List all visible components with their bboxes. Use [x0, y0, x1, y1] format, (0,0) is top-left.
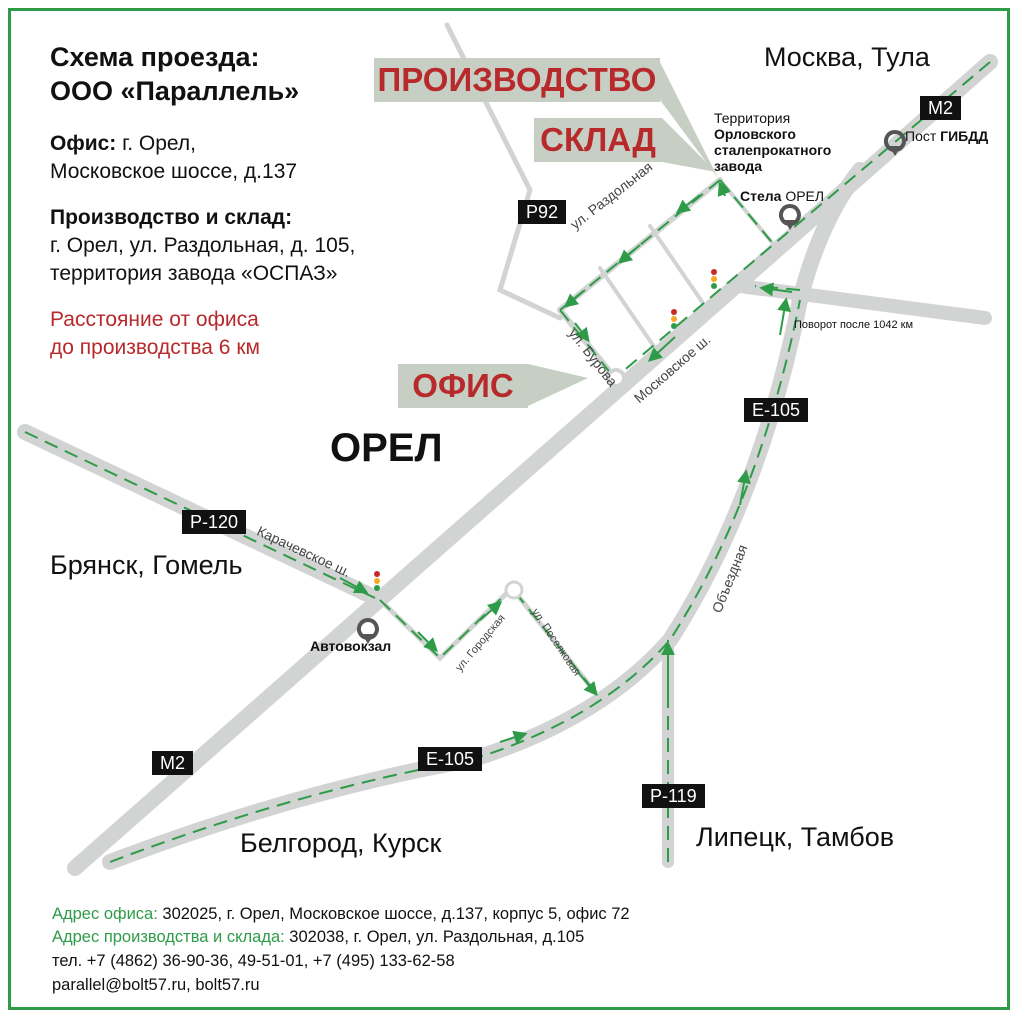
office-address-block: Офис: г. Орел, Московское шоссе, д.137	[50, 132, 298, 183]
office-marker	[606, 368, 626, 388]
production-address-block: Производство и склад: г. Орел, ул. Раздо…	[50, 206, 356, 285]
road-tag-e105-bottom: Е-105	[418, 747, 483, 771]
traffic-light-icon	[711, 269, 717, 289]
footer-office-address: Адрес офиса: 302025, г. Орел, Московское…	[52, 905, 630, 923]
bus-station-label: Автовокзал	[310, 638, 392, 654]
warehouse-callout: СКЛАД	[534, 118, 662, 162]
office-callout: ОФИС	[398, 364, 528, 408]
page-title: Схема проезда: ООО «Параллель»	[50, 42, 300, 106]
road-tag-p119: Р-119	[642, 784, 705, 808]
turn-note: Поворот после 1042 км	[794, 319, 914, 331]
road-tag-p92: Р92	[518, 200, 567, 224]
stela-pin-icon	[778, 204, 801, 230]
road-tag-e105-right: Е-105	[744, 398, 809, 422]
road-side-2	[648, 224, 707, 308]
city-bryansk: Брянск, Гомель	[50, 550, 243, 580]
traffic-light-icon	[374, 571, 380, 591]
road-side-1	[598, 266, 657, 350]
footer-production-address: Адрес производства и склада: 302038, г. …	[52, 928, 585, 946]
stela-label: Стела ОРЕЛ	[740, 188, 825, 204]
road-tag-p120: Р-120	[182, 510, 247, 534]
territory-label: Территория Орловского сталепрокатного за…	[714, 110, 832, 174]
road-tag-m2-bottom: М2	[152, 751, 194, 775]
production-callout: ПРОИЗВОДСТВО	[374, 58, 660, 102]
map-frame	[8, 8, 1010, 1010]
city-lipetsk: Липецк, Тамбов	[696, 822, 895, 852]
warehouse-pointer	[662, 118, 716, 172]
bus-station-pin-icon	[356, 618, 379, 644]
city-belgorod: Белгород, Курск	[240, 828, 442, 858]
post-pin-icon	[883, 130, 906, 156]
city-moscow: Москва, Тула	[764, 42, 930, 72]
city-orel: ОРЕЛ	[330, 426, 443, 470]
road-p92	[444, 22, 563, 321]
traffic-light-icon	[671, 309, 677, 329]
distance-note: Расстояние от офиса до производства 6 км	[50, 308, 260, 359]
roundabout-marker	[504, 580, 524, 600]
production-pointer	[660, 62, 718, 178]
post-label: Пост ГИБДД	[905, 128, 989, 144]
office-pointer	[528, 364, 588, 406]
road-tag-m2-top: М2	[920, 96, 962, 120]
footer-emails[interactable]: parallel@bolt57.ru, bolt57.ru	[52, 976, 260, 994]
footer-phones: тел. +7 (4862) 36-90-36, 49-51-01, +7 (4…	[52, 952, 455, 970]
